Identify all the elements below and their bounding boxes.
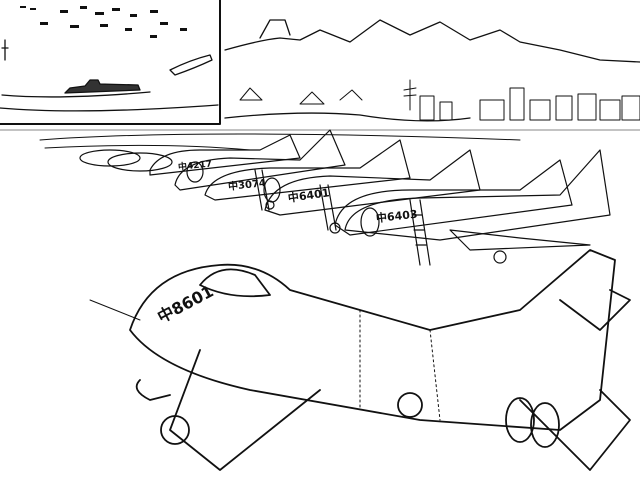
background-landscape <box>0 19 640 131</box>
inset-naval-scene <box>0 0 221 125</box>
jet-row <box>39 129 611 266</box>
foreground-jet <box>89 249 631 471</box>
